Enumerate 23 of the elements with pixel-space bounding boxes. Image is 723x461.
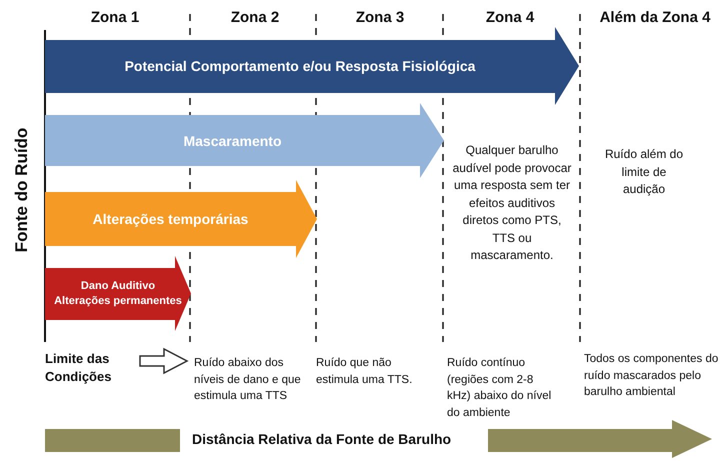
arrow-label: Dano Auditivo <box>80 279 156 294</box>
axis-title: Distância Relativa da Fonte de Barulho <box>192 430 452 449</box>
zone-heading: Zona 3 <box>354 8 406 28</box>
note-text: Qualquer barulho audível pode provocar uma resposta sem ter efeitos auditivos diretos como PTS, TTS ou mascaramento. <box>452 142 572 264</box>
zone-heading: Zona 1 <box>90 8 140 28</box>
arrow-label: Potencial Comportamento e/ou Resposta Fisiológica <box>124 56 476 76</box>
note-text: Todos os componentes do ruído mascarados pelo barulho ambiental <box>584 352 720 400</box>
arrow-label: Mascaramento <box>182 131 283 150</box>
note-text: Ruído além do limite de audição <box>604 146 684 198</box>
zone-heading: Zona 4 <box>484 8 536 28</box>
note-text: Ruído abaixo dos níveis de dano e que estimula uma TTS <box>194 356 302 404</box>
arrow-label: Alterações temporárias <box>92 210 250 228</box>
arrow-shape <box>45 27 579 105</box>
zone-heading: Além da Zona 4 <box>598 8 712 28</box>
arrow-shape <box>45 180 317 258</box>
arrow-label: Alterações permanentes <box>53 294 183 308</box>
note-text: Ruído que não estimula uma TTS. <box>316 356 414 388</box>
arrow-shape <box>45 256 191 331</box>
zone-heading: Zona 2 <box>230 8 280 28</box>
arrow-shape <box>45 103 444 178</box>
axis-title: Fonte do Ruído <box>12 128 32 252</box>
note-text: Ruído contínuo (regiões com 2-8 kHz) abaixo do nível do ambiente <box>447 356 552 420</box>
row-heading: Limite das Condições <box>45 350 112 386</box>
